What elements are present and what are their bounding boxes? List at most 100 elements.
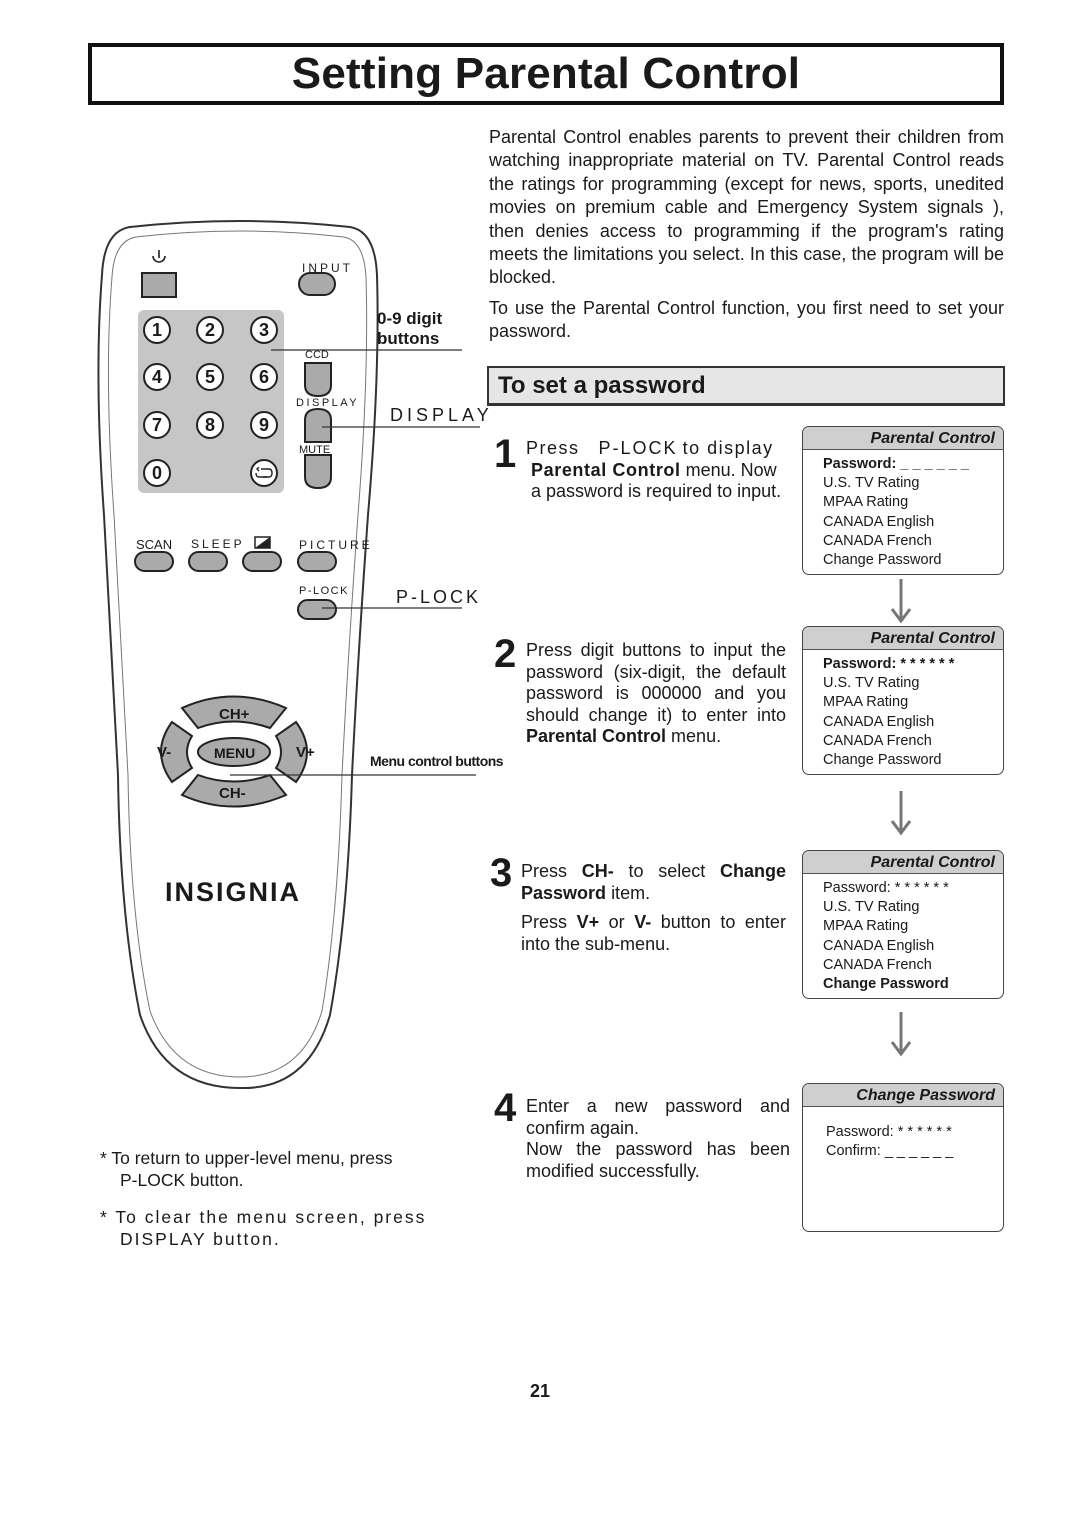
display-label: DISPLAY [296,397,360,409]
step-3-enter: button to enter into the sub-menu. [521,912,786,954]
osd-menu-item: U.S. TV Rating [823,475,920,492]
page-title: Setting Parental Control [291,49,801,98]
mute-button[interactable] [304,454,332,490]
p-lock-label: P-LOCK [299,585,349,597]
scan-button[interactable] [134,551,174,572]
digit-button[interactable]: 3 [250,316,278,344]
step-3-press-2: Press [521,912,568,932]
vol-down-button[interactable] [160,720,194,784]
display-button[interactable] [304,407,332,443]
scan-label: SCAN [136,537,173,552]
power-icon [152,250,166,263]
osd-menu-item: MPAA Rating [823,494,909,511]
osd-menu-item: U.S. TV Rating [823,899,920,916]
osd-menu-item: MPAA Rating [823,694,909,711]
step-2-text: Press digit buttons to input the passwor… [526,640,786,748]
intro-paragraph-2: To use the Parental Control function, yo… [489,297,1004,342]
digit-buttons-callout: 0-9 digit buttons [377,309,443,348]
osd-menu-item: U.S. TV Rating [823,675,920,692]
digit-button[interactable]: 1 [143,316,171,344]
step-3-item-name: Change Password [521,861,786,903]
input-button[interactable] [298,272,336,296]
osd-menu-item: Change Password [823,552,942,569]
mute-label: MUTE [299,444,331,456]
osd-menu-title: Change Password [803,1084,1003,1107]
input-label: INPUT [302,261,353,275]
digit-button[interactable]: 5 [196,363,224,391]
intro-text: Parental Control enables parents to prev… [489,126,1004,351]
step-1-press: Press [526,438,580,458]
step-3-item: item. [611,882,651,903]
note-1: * To return to upper-level menu, press P… [100,1148,393,1190]
digit-button[interactable]: 0 [143,459,171,487]
footnotes: * To return to upper-level menu, press P… [100,1148,480,1266]
keypad-panel [138,310,284,493]
step-1-text: Press P-LOCK to display Parental Control… [526,438,790,503]
osd-menu-item-selected: Change Password [823,976,949,993]
aspect-button[interactable] [242,551,282,572]
menu-buttons-callout: Menu control buttons [370,753,504,769]
vol-down-label: V- [157,744,172,761]
osd-menu-item: CANADA English [823,937,935,954]
osd-menu-item: CANADA French [823,732,932,749]
digit-button[interactable]: 6 [250,363,278,391]
digit-button[interactable]: 2 [196,316,224,344]
intro-paragraph-1: Parental Control enables parents to prev… [489,127,1004,288]
sleep-button[interactable] [188,551,228,572]
step-number: 4 [494,1086,517,1130]
page-number: 21 [529,1381,551,1401]
step-3-select: to select [628,861,706,881]
step-4-text: Enter a new password and confirm again. … [526,1096,790,1182]
menu-button[interactable] [197,737,271,767]
ccd-button[interactable] [304,362,332,398]
osd-menu-item: MPAA Rating [823,918,909,935]
osd-menu-item: CANADA French [823,956,932,973]
recall-icon [255,467,273,478]
step-2-body: Press digit buttons to input the passwor… [526,640,786,725]
section-title: To set a password [498,371,706,399]
remote-control [97,220,480,1090]
ch-down-button[interactable] [180,773,288,808]
osd-menu-3: Parental Control Password: * * * * * * U… [802,850,1004,999]
power-button[interactable] [141,272,177,298]
osd-password-row: Password: _ _ _ _ _ _ [823,456,969,472]
digit-button[interactable]: 9 [250,411,278,439]
step-1-rest: menu. Now a password is required to inpu… [531,459,782,502]
osd-password-row: Password: * * * * * * [823,656,955,672]
brand-logo: INSIGNIA [165,877,302,907]
down-arrow-icon [890,791,912,836]
step-3-ch-minus: CH- [581,861,614,881]
step-3-v-plus: V+ [576,912,600,932]
step-2-end: menu. [671,726,722,746]
step-4-line-2: Now the password has been modified succe… [526,1139,790,1181]
digit-button[interactable]: 4 [143,363,171,391]
ccd-label: CCD [305,349,329,361]
osd-menu-item: CANADA English [823,713,935,730]
recall-button[interactable] [250,459,278,487]
picture-mode-icon [254,536,271,549]
ch-up-label: CH+ [219,706,250,723]
display-callout: DISPLAY [390,405,493,425]
osd-confirm-row: Confirm: _ _ _ _ _ _ [826,1143,954,1160]
ch-down-label: CH- [219,785,246,802]
osd-menu-4: Change Password Password: * * * * * * Co… [802,1083,1004,1232]
osd-menu-item: CANADA English [823,513,935,530]
title-box: Setting Parental Control [88,43,1004,105]
menu-label: MENU [214,745,256,761]
osd-menu-item: CANADA French [823,532,932,549]
osd-menu-title: Parental Control [803,851,1003,874]
picture-button[interactable] [297,551,337,572]
osd-menu-1: Parental Control Password: _ _ _ _ _ _ U… [802,426,1004,575]
p-lock-button[interactable] [297,599,337,620]
picture-label: PICTURE [299,538,373,552]
osd-menu-2: Parental Control Password: * * * * * * U… [802,626,1004,775]
osd-password-row: Password: * * * * * * [826,1124,952,1140]
ch-up-button[interactable] [180,695,288,730]
step-3-v-minus: V- [634,912,652,932]
digit-button[interactable]: 8 [196,411,224,439]
sleep-label: SLEEP [191,537,245,551]
step-2-menu-name: Parental Control [526,726,667,746]
digit-button[interactable]: 7 [143,411,171,439]
vol-up-label: V+ [296,744,315,761]
step-number: 2 [494,632,517,676]
